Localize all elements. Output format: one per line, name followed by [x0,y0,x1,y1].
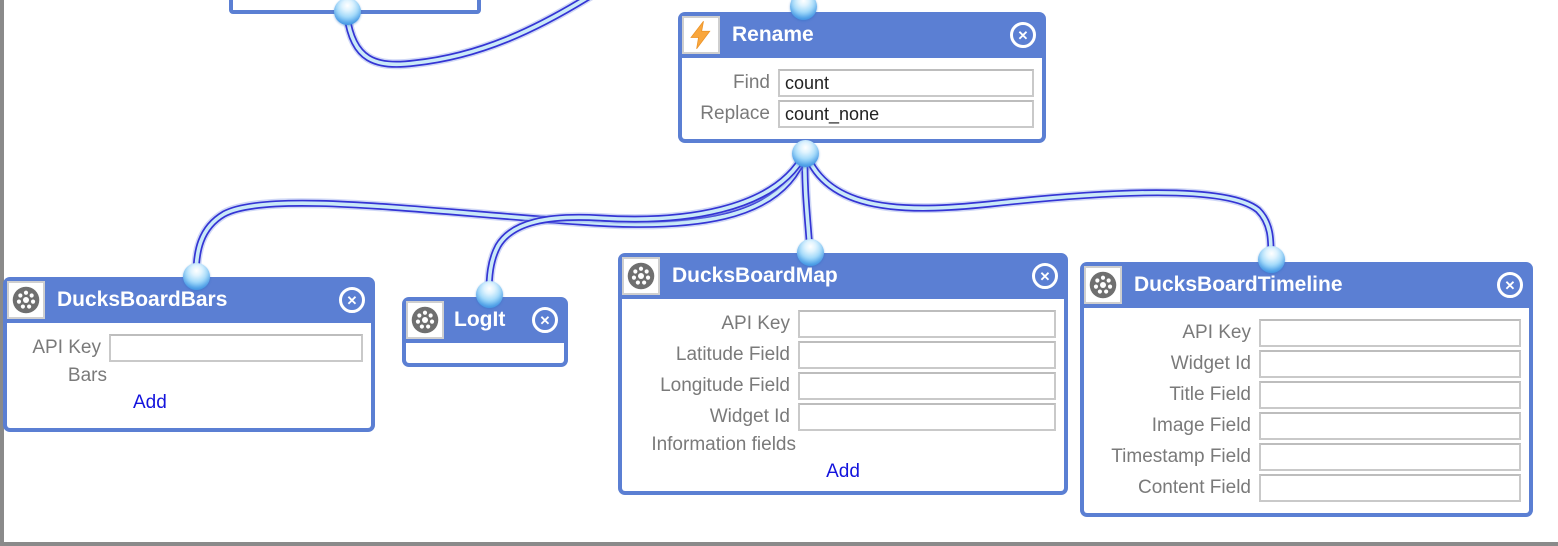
bars-label: Bars [67,365,107,386]
api-key-input[interactable] [1259,319,1521,347]
widget-id-label: Widget Id [709,406,790,427]
node-ducksboardtimeline-body: API Key Widget Id Title Field Image Fiel… [1084,308,1529,513]
node-rename: Rename ✕ Find Replace [678,12,1046,143]
content-field-input[interactable] [1259,474,1521,502]
node-title: LogIt [454,308,506,331]
canvas-left-edge [0,0,4,546]
wire-rename-to-map [799,148,815,257]
api-key-input[interactable] [109,334,363,362]
node-ducksboardbars-body: API Key Bars Add [7,323,371,428]
wheel-icon [622,257,660,295]
node-rename-body: Find Replace [682,58,1042,139]
lightning-icon [682,16,720,54]
api-key-label: API Key [32,337,101,358]
close-icon[interactable]: ✕ [1497,272,1523,298]
longitude-field-label: Longitude Field [660,375,790,396]
replace-label: Replace [700,103,770,124]
api-key-label: API Key [1182,322,1251,343]
find-input[interactable] [778,69,1034,97]
node-ducksboardtimeline-header[interactable]: DucksBoardTimeline ✕ [1080,262,1533,308]
wheel-icon [1084,266,1122,304]
connection-port-timeline-in[interactable] [1258,246,1285,273]
node-rename-header[interactable]: Rename ✕ [678,12,1046,58]
node-ducksboardmap-header[interactable]: DucksBoardMap ✕ [618,253,1068,299]
node-ducksboardmap: DucksBoardMap ✕ API Key Latitude Field L… [618,253,1068,495]
wheel-icon [406,301,444,339]
replace-input[interactable] [778,100,1034,128]
node-ducksboardmap-body: API Key Latitude Field Longitude Field W… [622,299,1064,491]
node-logit-header[interactable]: LogIt ✕ [402,297,568,343]
wheel-icon [7,281,45,319]
connection-port-topnode-out[interactable] [334,0,361,25]
node-ducksboardbars-header[interactable]: DucksBoardBars ✕ [3,277,375,323]
widget-id-input[interactable] [1259,350,1521,378]
timestamp-field-input[interactable] [1259,443,1521,471]
add-link[interactable]: Add [133,392,167,413]
node-title: DucksBoardMap [672,264,838,287]
image-field-label: Image Field [1151,415,1251,436]
node-title: DucksBoardBars [57,288,228,311]
close-icon[interactable]: ✕ [1032,263,1058,289]
api-key-label: API Key [721,313,790,334]
node-logit: LogIt ✕ [402,297,568,367]
connection-port-map-in[interactable] [797,239,824,266]
connection-port-bars-in[interactable] [183,263,210,290]
content-field-label: Content Field [1137,477,1251,498]
find-label: Find [733,72,770,93]
connection-port-rename-out[interactable] [792,140,819,167]
node-title: Rename [732,23,814,46]
title-field-input[interactable] [1259,381,1521,409]
title-field-label: Title Field [1169,384,1251,405]
image-field-input[interactable] [1259,412,1521,440]
node-ducksboardbars: DucksBoardBars ✕ API Key Bars Add [3,277,375,432]
close-icon[interactable]: ✕ [532,307,558,333]
api-key-input[interactable] [798,310,1056,338]
node-ducksboardtimeline: DucksBoardTimeline ✕ API Key Widget Id T… [1080,262,1533,517]
latitude-field-label: Latitude Field [675,344,790,365]
latitude-field-input[interactable] [798,341,1056,369]
information-fields-label: Information fields [651,434,796,455]
add-link[interactable]: Add [826,461,860,482]
connection-port-logit-in[interactable] [476,281,503,308]
widget-id-label: Widget Id [1170,353,1251,374]
node-title: DucksBoardTimeline [1134,273,1343,296]
close-icon[interactable]: ✕ [1010,22,1036,48]
wire-rename-to-timeline [801,148,1277,264]
close-icon[interactable]: ✕ [339,287,365,313]
widget-id-input[interactable] [798,403,1056,431]
canvas-bottom-edge [0,542,1558,546]
timestamp-field-label: Timestamp Field [1111,446,1251,467]
longitude-field-input[interactable] [798,372,1056,400]
node-logit-body [406,343,564,363]
